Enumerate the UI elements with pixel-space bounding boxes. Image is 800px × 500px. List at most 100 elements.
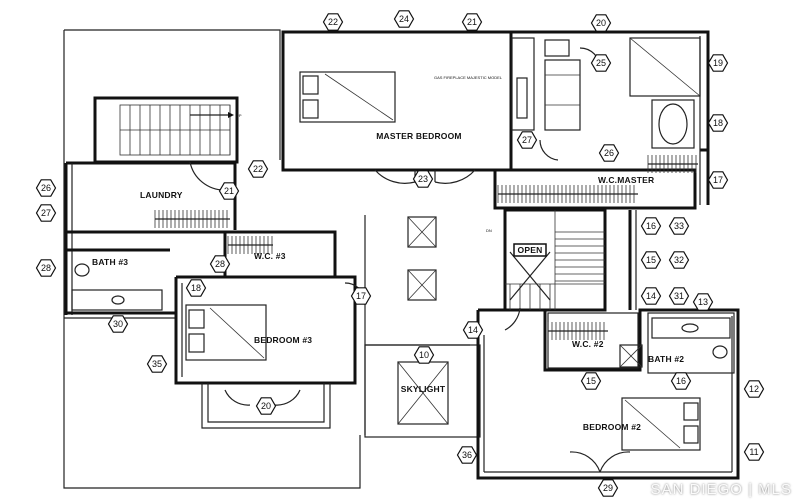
tag-label: 28 (41, 263, 51, 273)
tag-18-0: 18 (707, 114, 729, 132)
tag-label: 10 (419, 350, 429, 360)
stair-up-label: UP (236, 113, 242, 118)
tag-label: 30 (113, 319, 123, 329)
tag-32-0: 32 (668, 251, 690, 269)
tag-19-0: 19 (707, 54, 729, 72)
hall-skylights: SKYLIGHT (397, 216, 449, 425)
stair-dn-label: DN (486, 228, 492, 233)
tag-label: 22 (328, 17, 338, 27)
tag-18-1: 18 (185, 279, 207, 297)
tag-36-0: 36 (456, 446, 478, 464)
note-gas-fireplace: GAS FIREPLACE MAJESTIC MODEL (434, 75, 503, 80)
room-label-bedroom3: BEDROOM #3 (254, 335, 312, 345)
tag-31-0: 31 (668, 287, 690, 305)
tag-16-0: 16 (640, 217, 662, 235)
tag-17-1: 17 (350, 287, 372, 305)
tag-label: 19 (713, 58, 723, 68)
walls (63, 29, 740, 489)
tag-label: 21 (224, 186, 234, 196)
tag-14-1: 14 (462, 321, 484, 339)
tag-29-0: 29 (597, 479, 619, 497)
tag-label: 23 (418, 174, 428, 184)
tag-21-0: 21 (461, 13, 483, 31)
tag-12-0: 12 (743, 380, 765, 398)
tag-label: 11 (749, 447, 758, 457)
tag-label: 18 (191, 283, 201, 293)
tag-33-0: 33 (668, 217, 690, 235)
room-label-bedroom2: BEDROOM #2 (583, 422, 641, 432)
tag-label: 33 (674, 221, 684, 231)
tag-label: 14 (468, 325, 478, 335)
tag-label: 28 (215, 259, 225, 269)
tag-label: 12 (749, 384, 759, 394)
room-label-skylight: SKYLIGHT (401, 384, 446, 394)
tag-label: 26 (604, 148, 614, 158)
room-label-laundry: LAUNDRY (140, 190, 183, 200)
tag-label: 15 (586, 376, 596, 386)
room-label-open: OPEN (518, 245, 543, 255)
room-label-wc-master: W.C.MASTER (598, 175, 654, 185)
tag-15-1: 15 (580, 372, 602, 390)
tag-label: 21 (467, 17, 477, 27)
tag-17-0: 17 (707, 171, 729, 189)
tag-26-0: 26 (598, 144, 620, 162)
tag-22-0: 22 (322, 13, 344, 31)
tag-label: 15 (646, 255, 656, 265)
tag-28-0: 28 (35, 259, 57, 277)
tag-label: 24 (399, 14, 409, 24)
tag-20-1: 20 (255, 397, 277, 415)
tag-label: 18 (713, 118, 723, 128)
tag-label: 25 (596, 58, 606, 68)
tag-label: 26 (41, 183, 51, 193)
room-label-wc3: W.C. #3 (254, 251, 286, 261)
tag-label: 27 (522, 135, 532, 145)
tag-11-0: 11 (743, 443, 765, 461)
room-label-bath3: BATH #3 (92, 257, 128, 267)
tag-26-1: 26 (35, 179, 57, 197)
tag-label: 20 (596, 18, 606, 28)
tag-27-0: 27 (516, 131, 538, 149)
mls-watermark: SAN DIEGO | MLS (650, 481, 792, 498)
tag-22-1: 22 (247, 160, 269, 178)
tag-label: 13 (698, 297, 708, 307)
tag-16-1: 16 (670, 372, 692, 390)
tag-23-0: 23 (412, 170, 434, 188)
tag-28-1: 28 (209, 255, 231, 273)
closet-shelving (154, 155, 698, 340)
tag-label: 32 (674, 255, 684, 265)
tag-label: 31 (674, 291, 684, 301)
tag-35-0: 35 (146, 355, 168, 373)
tag-15-0: 15 (640, 251, 662, 269)
tag-24-0: 24 (393, 10, 415, 28)
window-door-tags: 10 11 12 13 14 14 15 15 16 16 17 17 18 18 19 20 20 21 21 22… (35, 10, 765, 497)
tag-label: 16 (646, 221, 656, 231)
tag-label: 22 (253, 164, 263, 174)
tag-13-0: 13 (692, 293, 714, 311)
tag-label: 27 (41, 208, 51, 218)
tag-label: 36 (462, 450, 472, 460)
tag-label: 35 (152, 359, 162, 369)
doors (189, 47, 631, 473)
room-label-bath2: BATH #2 (648, 354, 684, 364)
room-label-master-bedroom: MASTER BEDROOM (376, 131, 461, 141)
stairs-upper: UP (119, 104, 242, 156)
tag-label: 14 (646, 291, 656, 301)
tag-30-0: 30 (107, 315, 129, 333)
beds (185, 71, 701, 451)
tag-10-0: 10 (413, 346, 435, 364)
tag-label: 17 (713, 175, 723, 185)
tag-21-1: 21 (218, 182, 240, 200)
tag-20-0: 20 (590, 14, 612, 32)
tag-label: 16 (676, 376, 686, 386)
room-labels: MASTER BEDROOM GAS FIREPLACE MAJESTIC MO… (92, 75, 684, 432)
bath-fixtures (71, 37, 731, 368)
room-label-wc2: W.C. #2 (572, 339, 604, 349)
tag-label: 17 (356, 291, 366, 301)
tag-27-1: 27 (35, 204, 57, 222)
stairs-open: OPEN DN (486, 210, 605, 310)
tag-14-0: 14 (640, 287, 662, 305)
tag-25-0: 25 (590, 54, 612, 72)
tag-label: 20 (261, 401, 271, 411)
